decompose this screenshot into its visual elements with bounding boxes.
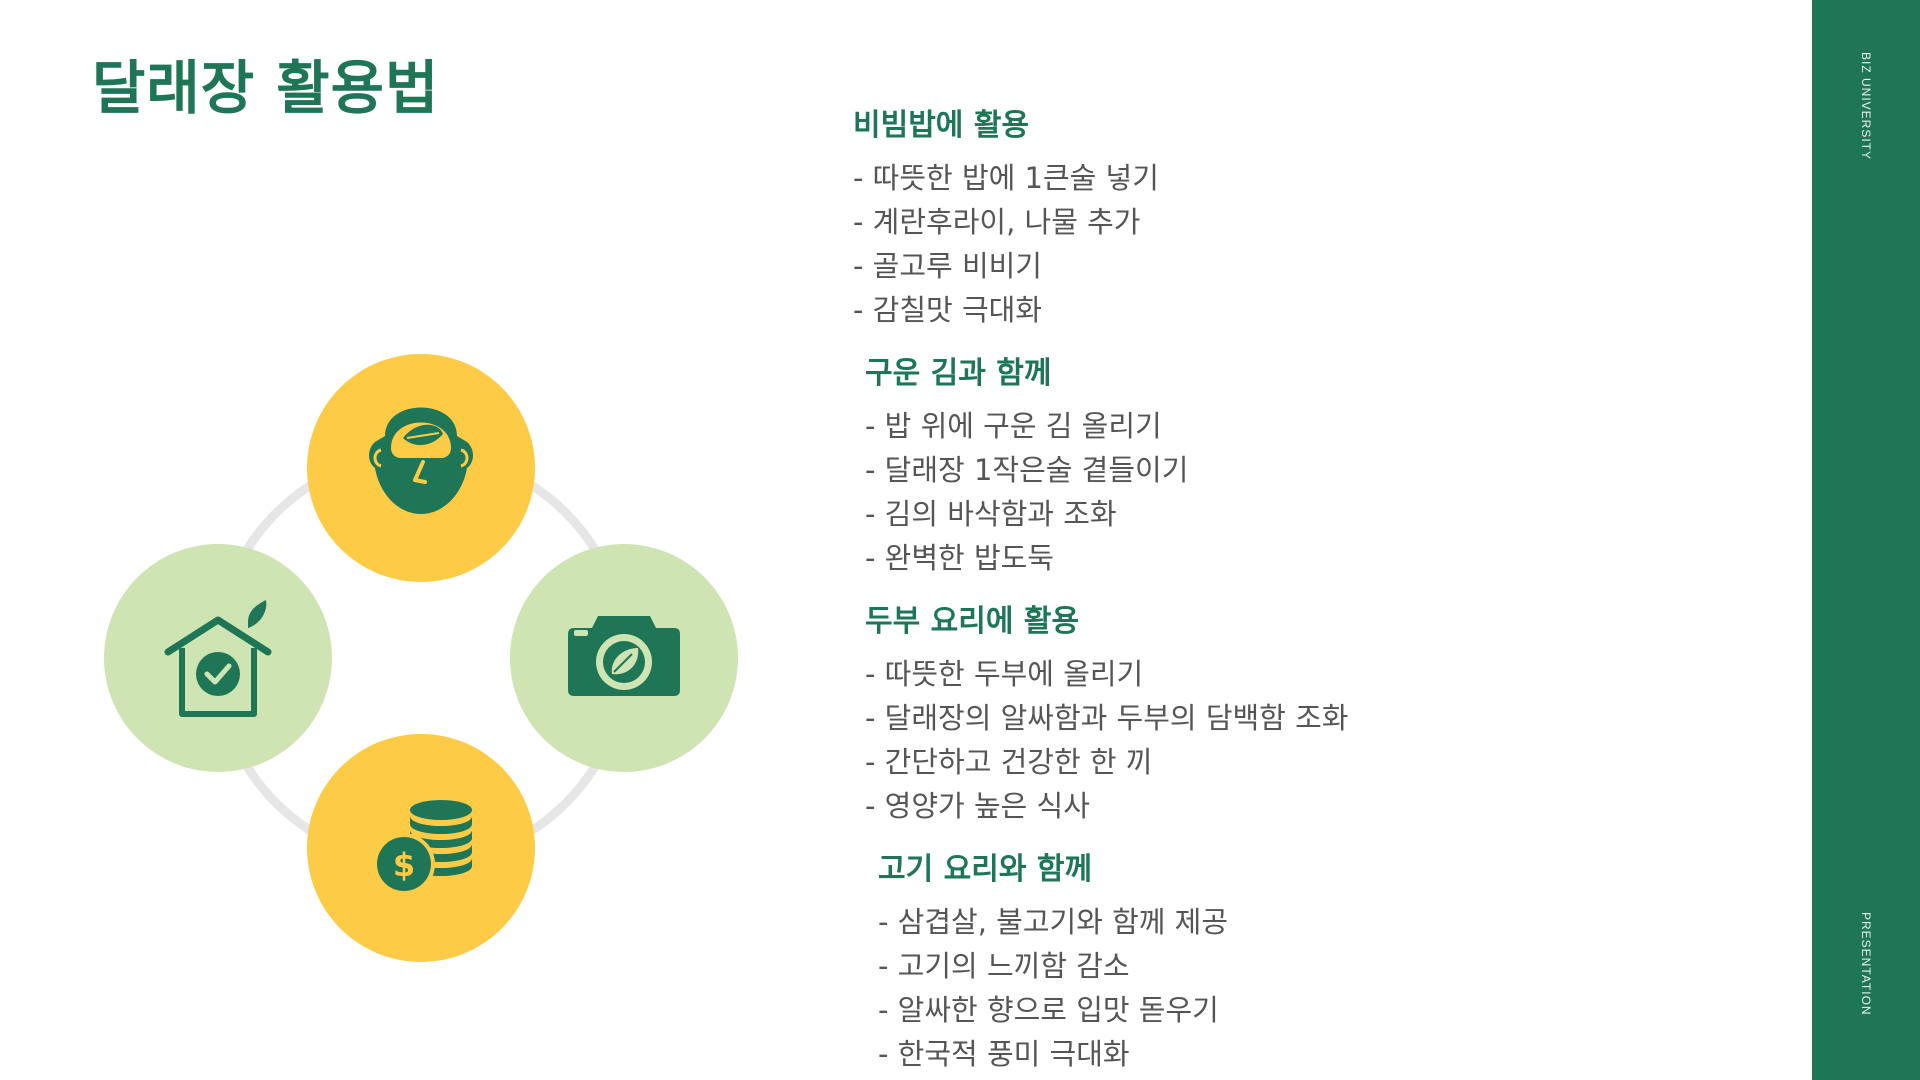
list-item: - 밥 위에 구운 김 올리기 [865,409,1162,443]
section-title: 두부 요리에 활용 [865,604,1080,639]
eco-camera-icon [568,616,680,696]
list-item: - 간단하고 건강한 한 끼 [865,745,1153,779]
diagram-node-house [104,544,332,772]
section-title: 구운 김과 함께 [865,356,1052,391]
section-items: - 삼겹살, 불고기와 함께 제공 - 고기의 느끼함 감소 - 알싸한 향으로… [878,900,1753,1076]
section-items: - 따뜻한 두부에 올리기 - 달래장의 알싸함과 두부의 담백함 조화 - 간… [865,652,1753,828]
list-item: - 계란후라이, 나물 추가 [853,205,1141,239]
usage-sections: 비빔밥에 활용 - 따뜻한 밥에 1큰술 넣기 - 계란후라이, 나물 추가 -… [853,100,1753,1076]
list-item: - 감칠맛 극대화 [853,293,1042,327]
svg-text:$: $ [393,846,415,884]
list-item: - 골고루 비비기 [853,249,1042,283]
icon-cycle-diagram: $ [100,350,740,970]
list-item: - 고기의 느끼함 감소 [878,949,1130,983]
slide-title: 달래장 활용법 [92,54,440,122]
list-item: - 달래장의 알싸함과 두부의 담백함 조화 [865,701,1349,735]
sidebar-top-label: BIZ UNIVERSITY [1859,52,1873,161]
diagram-node-person [307,354,535,582]
list-item: - 완벽한 밥도둑 [865,541,1054,575]
section-meat: 고기 요리와 함께 - 삼겹살, 불고기와 함께 제공 - 고기의 느끼함 감소… [878,844,1753,1076]
list-item: - 알싸한 향으로 입맛 돋우기 [878,993,1219,1027]
eco-house-check-icon [164,600,272,717]
coins-dollar-icon: $ [373,800,472,895]
sidebar-bottom-label: PRESENTATION [1859,912,1873,1016]
section-title: 비빔밥에 활용 [853,108,1030,143]
section-roasted-laver: 구운 김과 함께 - 밥 위에 구운 김 올리기 - 달래장 1작은술 곁들이기… [865,348,1753,580]
section-title: 고기 요리와 함께 [878,852,1093,887]
list-item: - 삼겹살, 불고기와 함께 제공 [878,905,1229,939]
section-items: - 밥 위에 구운 김 올리기 - 달래장 1작은술 곁들이기 - 김의 바삭함… [865,404,1753,580]
diagram-node-camera [510,544,738,772]
list-item: - 김의 바삭함과 조화 [865,497,1117,531]
eco-person-icon [369,407,473,514]
section-bibimbap: 비빔밥에 활용 - 따뜻한 밥에 1큰술 넣기 - 계란후라이, 나물 추가 -… [853,100,1753,332]
diagram-node-coins: $ [307,734,535,962]
section-items: - 따뜻한 밥에 1큰술 넣기 - 계란후라이, 나물 추가 - 골고루 비비기… [853,156,1753,332]
right-sidebar [1812,0,1920,1080]
list-item: - 한국적 풍미 극대화 [878,1037,1130,1071]
list-item: - 달래장 1작은술 곁들이기 [865,453,1189,487]
section-tofu: 두부 요리에 활용 - 따뜻한 두부에 올리기 - 달래장의 알싸함과 두부의 … [865,596,1753,828]
list-item: - 영양가 높은 식사 [865,789,1090,823]
list-item: - 따뜻한 밥에 1큰술 넣기 [853,161,1159,195]
list-item: - 따뜻한 두부에 올리기 [865,657,1144,691]
